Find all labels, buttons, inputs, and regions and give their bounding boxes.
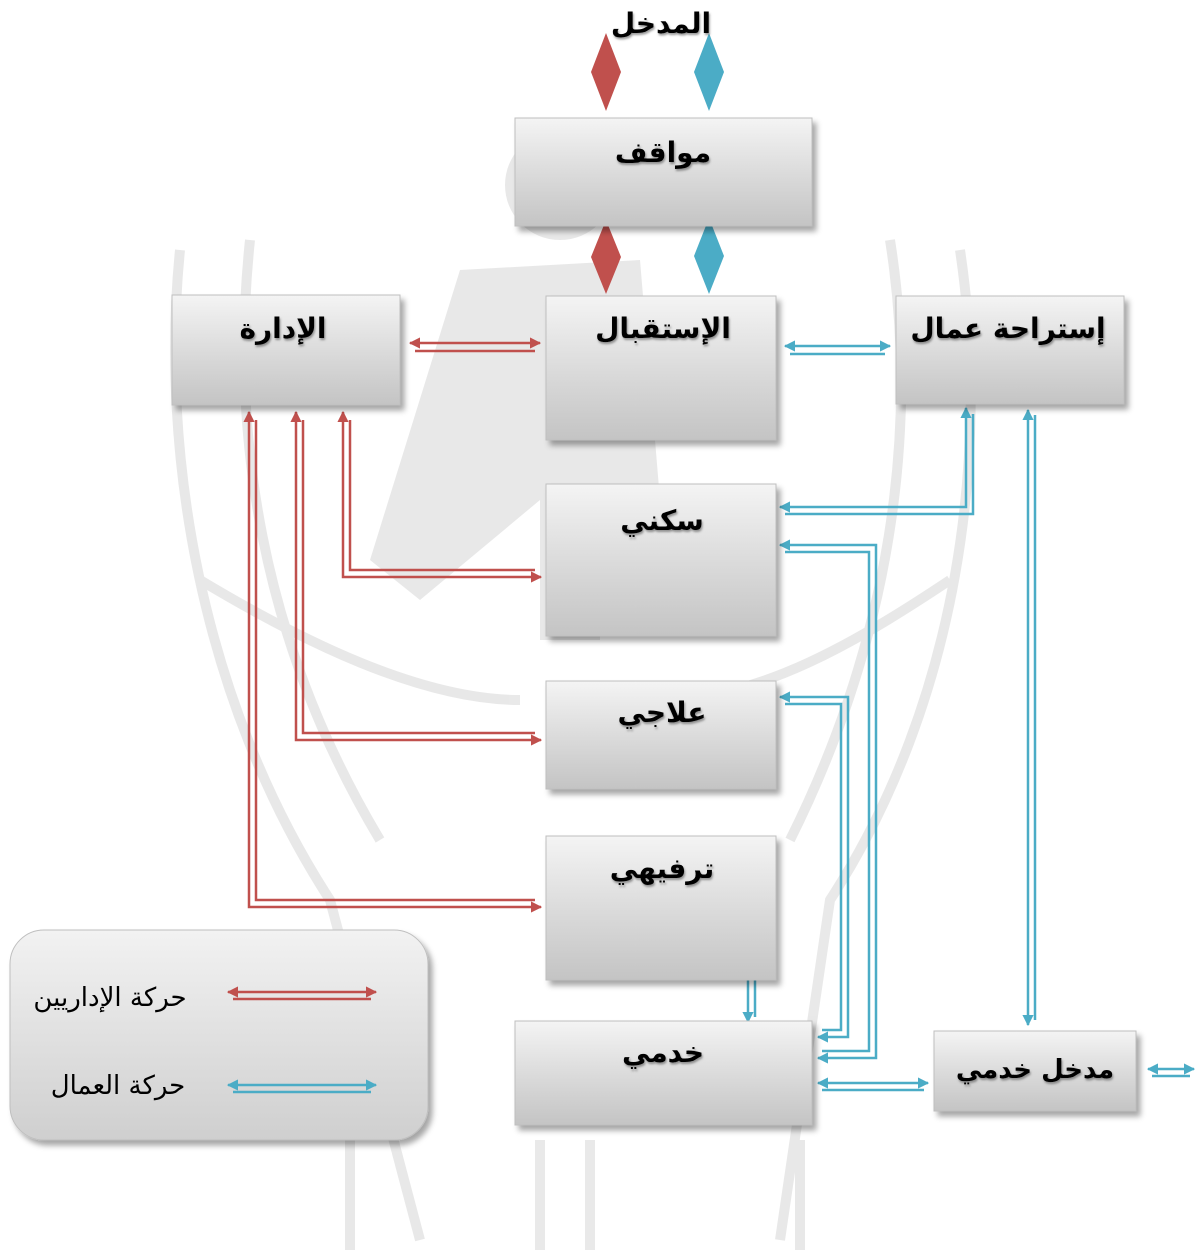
arrow-admin-reception	[408, 337, 542, 353]
box-recreational: ترفيهي	[545, 835, 777, 981]
box-parking-label: مواقف	[615, 136, 711, 169]
blue-diamond-top	[694, 33, 724, 111]
admin-arrows	[243, 337, 543, 913]
arrow-workers-rest-service-entrance	[1022, 408, 1037, 1027]
box-service-entrance-label: مدخل خدمي	[956, 1055, 1114, 1085]
arrow-service-entrance-outside	[1146, 1063, 1196, 1078]
legend-workers-label: حركة العمال	[51, 1071, 186, 1101]
legend-admin-arrow	[226, 986, 378, 1001]
arrow-residential-service	[778, 539, 878, 1064]
entrance-diamonds	[591, 33, 724, 294]
box-service: خدمي	[514, 1020, 813, 1126]
arrow-reception-workers-rest	[783, 340, 892, 356]
box-administration: الإدارة	[171, 294, 401, 406]
box-parking: مواقف	[514, 117, 813, 227]
box-therapeutic-label: علاجي	[618, 696, 707, 729]
box-workers-rest: إستراحة عمال	[895, 295, 1125, 405]
blue-diamond-middle	[694, 218, 724, 294]
arrow-therapeutic-service	[778, 691, 850, 1043]
legend-workers-arrow	[226, 1079, 378, 1094]
box-service-label: خدمي	[622, 1036, 704, 1069]
legend-admin-label: حركة الإداريين	[33, 983, 186, 1013]
red-diamond-top	[591, 33, 621, 111]
box-recreational-label: ترفيهي	[610, 852, 715, 885]
box-reception: الإستقبال	[545, 295, 777, 441]
box-residential-label: سكني	[620, 504, 704, 537]
box-therapeutic: علاجي	[545, 680, 777, 790]
arrow-service-service-entrance	[816, 1077, 930, 1092]
arrow-workers-rest-residential	[778, 406, 975, 516]
arrow-admin-recreational	[243, 410, 543, 913]
legend: حركة الإداريين حركة العمال	[9, 929, 429, 1141]
red-diamond-middle	[591, 220, 621, 294]
entrance-label: المدخل	[611, 7, 711, 40]
box-workers-rest-label: إستراحة عمال	[910, 312, 1105, 346]
worker-arrows	[742, 340, 1196, 1092]
box-reception-label: الإستقبال	[595, 312, 731, 345]
box-service-entrance: مدخل خدمي	[933, 1030, 1137, 1112]
box-administration-label: الإدارة	[239, 312, 326, 345]
box-residential: سكني	[545, 483, 777, 637]
